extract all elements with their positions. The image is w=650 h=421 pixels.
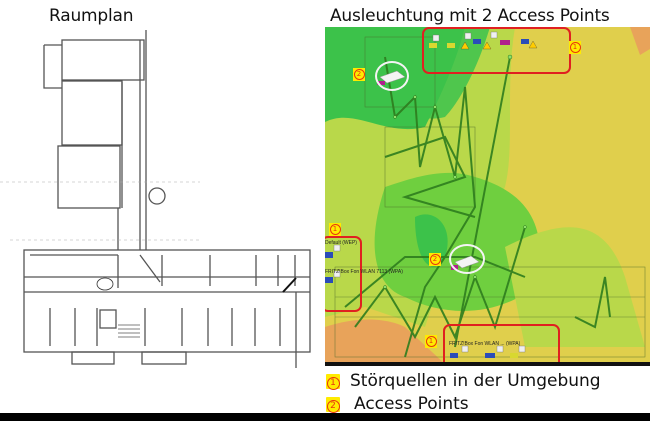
bottom-border xyxy=(0,413,650,421)
device-label-left-2: FRITZ!Box Fon WLAN 7113 (WPA) xyxy=(325,269,403,275)
marker-interference-left: 1 xyxy=(329,223,341,236)
device-label-bottom: FRITZ!Box Fon WLAN ... (WPA) xyxy=(449,341,521,347)
legend-marker-2: 2 xyxy=(326,396,340,413)
access-point-ring-center xyxy=(449,244,485,274)
interference-box-top xyxy=(422,27,571,74)
heatmap-bottom-border xyxy=(325,362,650,366)
legend-item-access-points: 2 Access Points xyxy=(326,394,469,414)
legend-marker-1: 1 xyxy=(326,373,340,390)
legend-label-1: Störquellen in der Umgebung xyxy=(350,371,601,391)
marker-interference-top: 1 xyxy=(569,41,581,54)
legend-item-interference: 1 Störquellen in der Umgebung xyxy=(326,371,601,391)
heatmap-zones xyxy=(325,27,650,364)
floorplan-title: Raumplan xyxy=(49,6,134,26)
access-point-ring-top xyxy=(375,61,409,91)
marker-access-point-top: 2 xyxy=(353,68,365,81)
interference-box-bottom xyxy=(443,324,560,364)
marker-access-point-center: 2 xyxy=(429,253,441,266)
heatmap-title: Ausleuchtung mit 2 Access Points xyxy=(330,6,610,26)
legend-label-2: Access Points xyxy=(354,394,469,414)
coverage-heatmap: 1 1 1 2 2 Default (WEP) FRITZ!Box Fon WL… xyxy=(325,27,650,364)
device-label-left-1: Default (WEP) xyxy=(325,240,357,246)
floorplan-drawing xyxy=(0,30,311,368)
marker-interference-bottom: 1 xyxy=(425,335,437,348)
interference-box-left xyxy=(325,236,362,312)
